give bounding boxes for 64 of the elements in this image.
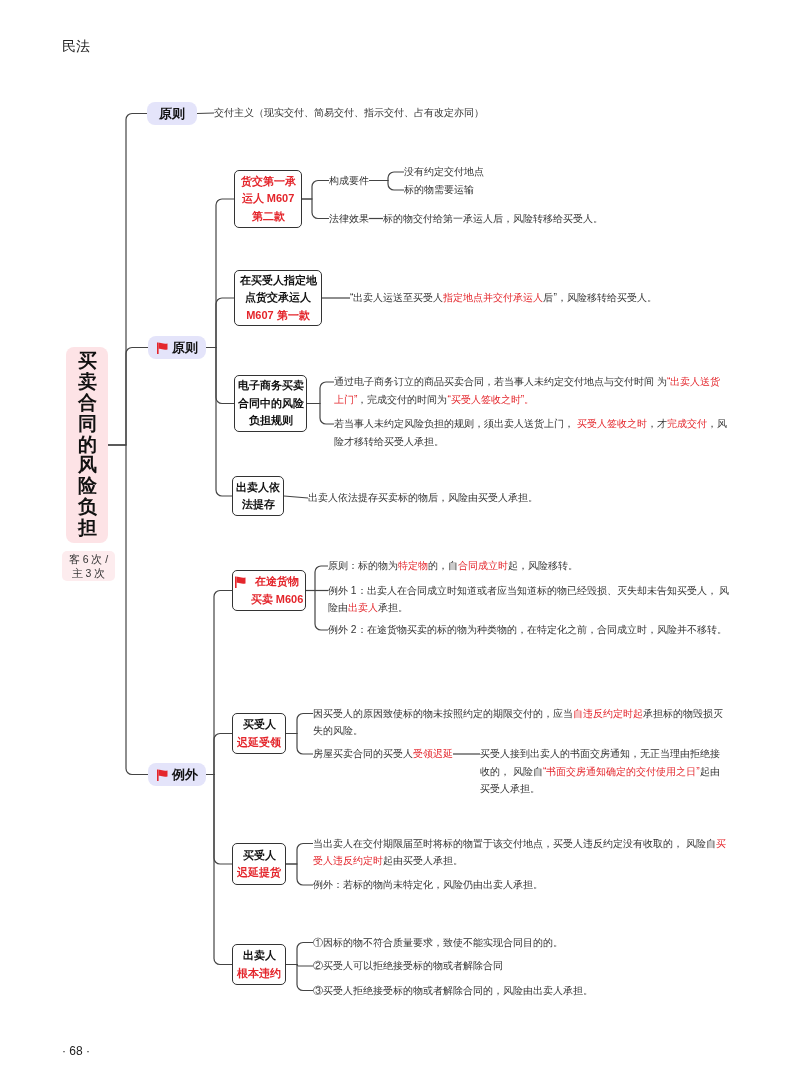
note-text: 法律效果 xyxy=(329,209,369,228)
note-text: ①因标的物不符合质量要求，致使不能实现合同目的的。 xyxy=(313,933,563,952)
connector-line xyxy=(205,773,233,966)
connector-line xyxy=(285,732,314,755)
branch-pill xyxy=(147,102,197,125)
topic-box xyxy=(232,944,286,985)
connector-line xyxy=(285,963,314,992)
topic-label: 根本违约 xyxy=(237,965,281,981)
topic-label: 出卖人依法提存 xyxy=(235,479,281,512)
note-text: 交付主义（现实交付、简易交付、指示交付、占有改定亦同） xyxy=(214,104,484,122)
note-text: 例外：若标的物尚未特定化，风险仍由出卖人承担。 xyxy=(313,876,543,894)
connector-line xyxy=(301,198,330,220)
central-topic-card xyxy=(66,347,108,543)
note-text: 通过电子商务订立的商品买卖合同，若当事人未约定交付地点与交付时间 为“出卖人送货上门”，完成交付的时间为“买受人签收之时”。 xyxy=(334,373,724,409)
note-text: 买受人接到出卖人的书面交房通知，无正当理由拒绝接收的， 风险自“书面交房通知确定的交付使用之日”起由买受人承担。 xyxy=(480,745,720,798)
connector-line xyxy=(306,402,335,425)
connector-line xyxy=(196,112,215,115)
topic-box xyxy=(232,570,306,611)
page-number: · 68 · xyxy=(62,1044,90,1058)
note-text: 原则：标的物为特定物的，自合同成立时起，风险移转。 xyxy=(328,557,578,575)
note-text: ②买受人可以拒绝接受标的物或者解除合同 xyxy=(313,957,503,975)
note-text: 出卖人依法提存买卖标的物后，风险由买受人承担。 xyxy=(308,489,538,507)
topic-label: M607 第一款 xyxy=(246,307,310,323)
central-topic-title: 买卖合同的风险负担 xyxy=(77,351,97,539)
topic-label: 迟延提货 xyxy=(237,865,281,880)
branch-pill xyxy=(148,336,206,359)
topic-label: 迟延受领 xyxy=(237,734,281,750)
topic-label: 电子商务买卖合同中的风险负担规则 xyxy=(236,378,305,429)
topic-label: 买受人 xyxy=(242,717,276,732)
connector-line xyxy=(452,753,481,755)
connector-line xyxy=(321,297,351,299)
note-text: 当出卖人在交付期限届至时将标的物置于该交付地点，买受人违反约定没有收取的， 风险自买受人违反约定时起由买受人承担。 xyxy=(313,834,731,870)
connector-line xyxy=(368,217,384,220)
note-text: 例外 1：出卖人在合同成立时知道或者应当知道标的物已经毁损、灭失却未告知买受人， 风险由出卖人承担。 xyxy=(328,581,733,617)
branch-pill xyxy=(148,763,206,786)
connector-line xyxy=(368,179,405,191)
topic-box xyxy=(232,713,286,754)
page-header: 民法 xyxy=(62,38,90,56)
topic-box xyxy=(232,843,286,885)
branch-label: 例外 xyxy=(172,765,198,784)
note-text: 构成要件 xyxy=(329,171,369,190)
note-text: 标的物需要运输 xyxy=(404,181,474,199)
connector-line xyxy=(205,346,233,497)
note-text: 房屋买卖合同的买受人受领迟延 xyxy=(313,745,453,763)
topic-label: 在途货物买卖 M606 xyxy=(250,574,304,607)
note-text: 标的物交付给第一承运人后，风险转移给买受人。 xyxy=(383,209,603,228)
topic-label: 在买受人指定地点货交承运人 xyxy=(238,272,318,306)
note-text: “出卖人运送至买受人指定地点并交付承运人后”，风险移转给买受人。 xyxy=(350,289,657,307)
topic-label: 出卖人 xyxy=(242,948,276,963)
topic-label: 买受人 xyxy=(242,847,276,863)
topic-label: 货交第一承运人 M607 第二款 xyxy=(239,173,297,224)
connector-line xyxy=(107,444,149,776)
connector-line xyxy=(283,495,309,499)
connector-line xyxy=(305,589,329,631)
branch-label: 原则 xyxy=(172,338,198,357)
note-text: 因买受人的原因致使标的物未按照约定的期限交付的，应当自违反约定时起承担标的物毁损灭失的风险。 xyxy=(313,704,726,740)
note-text: 没有约定交付地点 xyxy=(404,163,484,181)
connector-line xyxy=(285,863,314,886)
topic-box xyxy=(234,270,322,326)
note-text: 若当事人未约定风险负担的规则，须出卖人送货上门， 买受人签收之时，才完成交付，风险才移转给买受人承担。 xyxy=(334,415,731,451)
note-text: 例外 2：在途货物买卖的标的物为种类物的，在特定化之前，合同成立时，风险并不移转。 xyxy=(328,621,727,639)
note-text: ③买受人拒绝接受标的物或者解除合同的，风险由出卖人承担。 xyxy=(313,981,593,1000)
exam-count-text: 客 6 次 / 主 3 次 xyxy=(67,552,110,580)
branch-label: 原则 xyxy=(159,104,185,123)
